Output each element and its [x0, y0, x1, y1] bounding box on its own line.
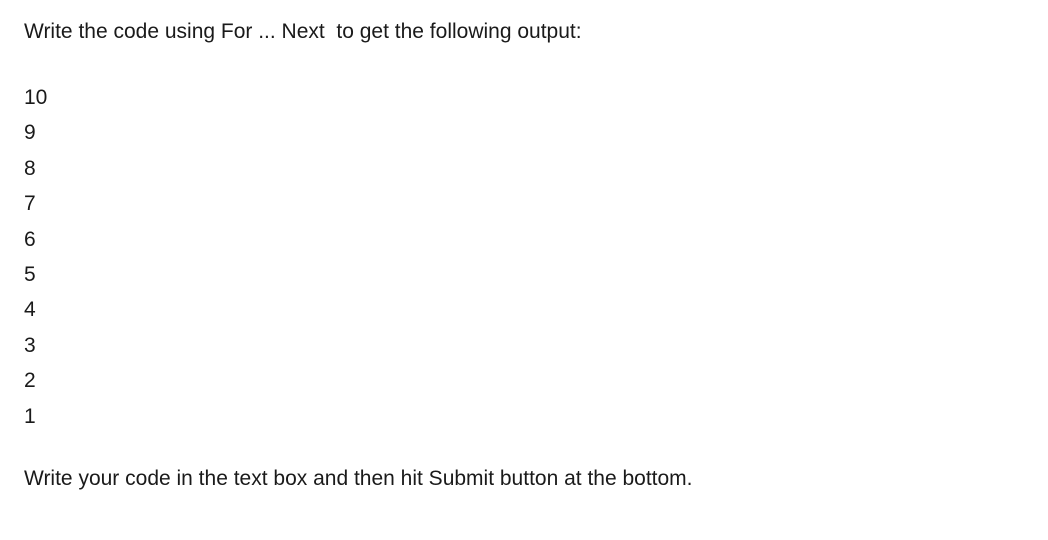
output-line: 2 — [24, 369, 36, 393]
output-line: 7 — [24, 192, 36, 216]
output-line: 8 — [24, 156, 36, 180]
output-line: 4 — [24, 298, 36, 322]
output-line: 6 — [24, 227, 36, 251]
question-heading: Write the code using For ... Next to get… — [24, 20, 582, 43]
output-line: 1 — [24, 404, 36, 428]
submission-instruction: Write your code in the text box and then… — [24, 467, 693, 490]
output-line: 5 — [24, 263, 36, 287]
output-line: 9 — [24, 121, 36, 145]
output-line: 10 — [24, 86, 48, 109]
expected-output-list: 10 9 8 7 6 5 4 3 2 1 — [24, 80, 47, 434]
output-line: 3 — [24, 333, 36, 357]
